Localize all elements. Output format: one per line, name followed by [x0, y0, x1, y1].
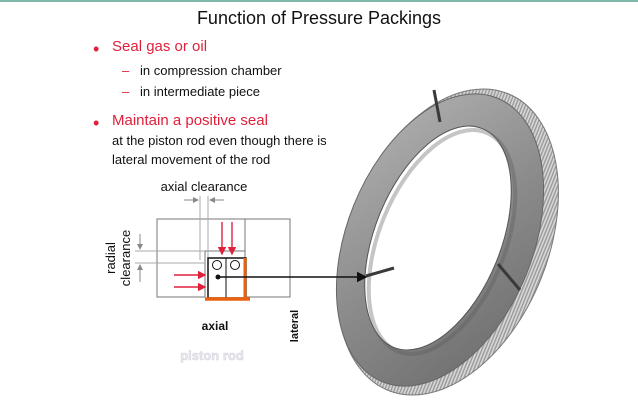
bullet-marker: • — [93, 113, 100, 133]
sub-item-intermediate-piece: in intermediate piece — [140, 84, 260, 99]
bullet-seal-gas: Seal gas or oil — [112, 38, 208, 55]
radial-label: radial — [103, 242, 118, 274]
sub-dash: – — [122, 84, 130, 99]
top-divider — [0, 0, 638, 2]
cross-section-diagram — [135, 196, 368, 301]
bullet-marker: • — [93, 39, 100, 59]
bullet-body-line-2: lateral movement of the rod — [112, 152, 271, 167]
clearance-label: clearance — [118, 230, 133, 286]
sub-item-compression-chamber: in compression chamber — [140, 63, 282, 78]
slide-title: Function of Pressure Packings — [196, 8, 442, 28]
piston-rod-label: piston rod — [180, 348, 244, 363]
bullet-positive-seal: Maintain a positive seal — [112, 112, 268, 129]
packing-ring-illustration — [335, 88, 559, 396]
axial-clearance-label: axial clearance — [161, 179, 248, 194]
sub-dash: – — [122, 63, 130, 78]
lateral-label: lateral — [289, 310, 301, 342]
bullet-body-line-1: at the piston rod even though there is — [112, 133, 327, 148]
axial-label: axial — [202, 319, 229, 333]
